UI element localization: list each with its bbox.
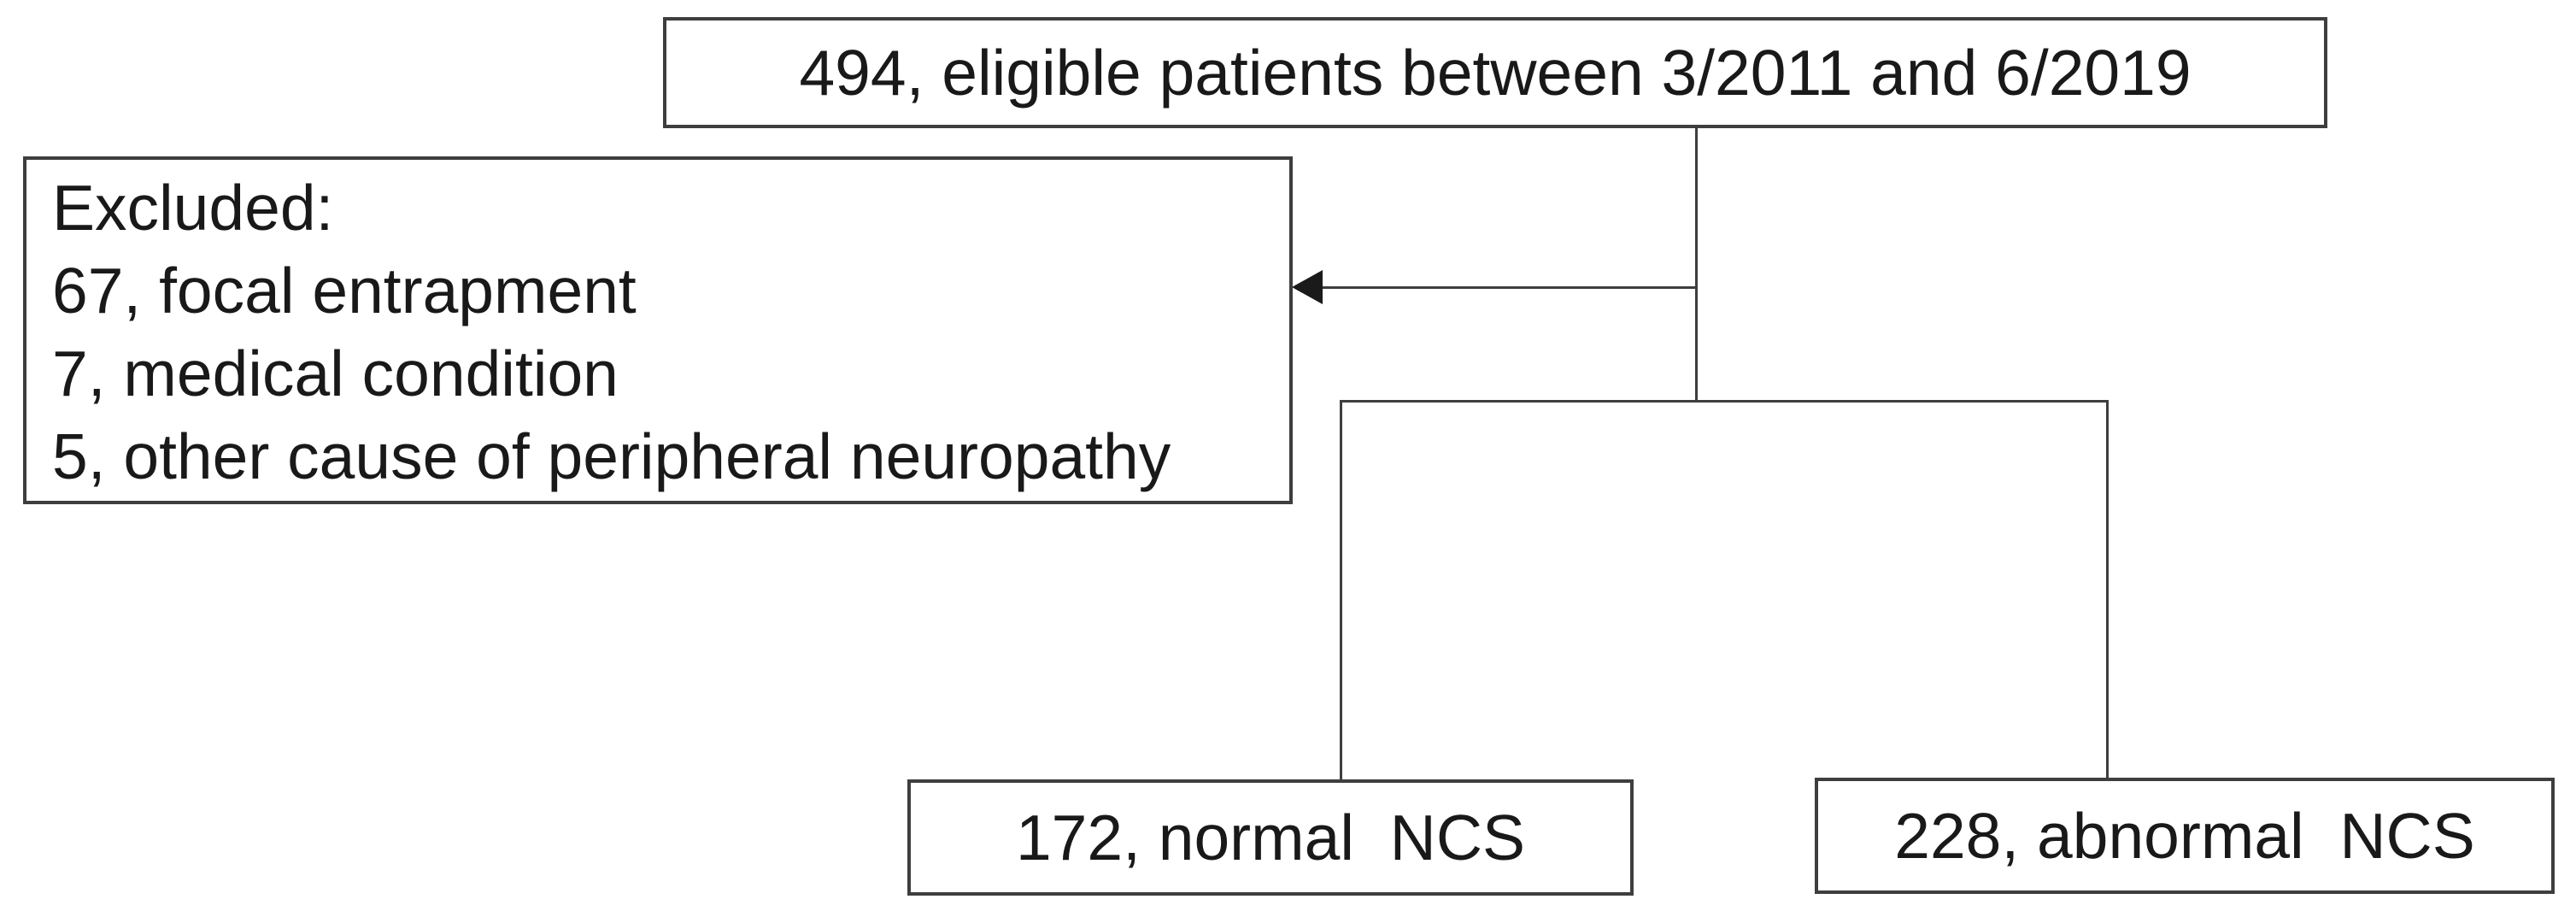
excluded-title: Excluded:	[52, 172, 334, 244]
connector-main-vertical	[1695, 128, 1698, 402]
abnormal-ncs-label: 228, abnormal NCS	[1894, 800, 2475, 872]
arrowhead-left-icon	[1292, 270, 1323, 304]
excluded-item-focal-entrapment: 67, focal entrapment	[52, 255, 637, 326]
abnormal-ncs-box: 228, abnormal NCS	[1815, 778, 2555, 894]
excluded-item-medical-condition: 7, medical condition	[52, 338, 619, 409]
eligible-patients-label: 494, eligible patients between 3/2011 an…	[799, 37, 2192, 109]
eligible-patients-box: 494, eligible patients between 3/2011 an…	[663, 17, 2327, 128]
normal-ncs-box: 172, normal NCS	[907, 779, 1634, 896]
connector-right-branch-vertical	[2106, 400, 2109, 779]
connector-excluded-arrow-line	[1321, 286, 1697, 289]
excluded-item-other-neuropathy: 5, other cause of peripheral neuropathy	[52, 420, 1171, 492]
connector-left-branch-vertical	[1340, 400, 1342, 779]
connector-branch-horizontal	[1340, 400, 2109, 403]
normal-ncs-label: 172, normal NCS	[1015, 802, 1526, 873]
excluded-box: Excluded: 67, focal entrapment 7, medica…	[23, 156, 1293, 504]
